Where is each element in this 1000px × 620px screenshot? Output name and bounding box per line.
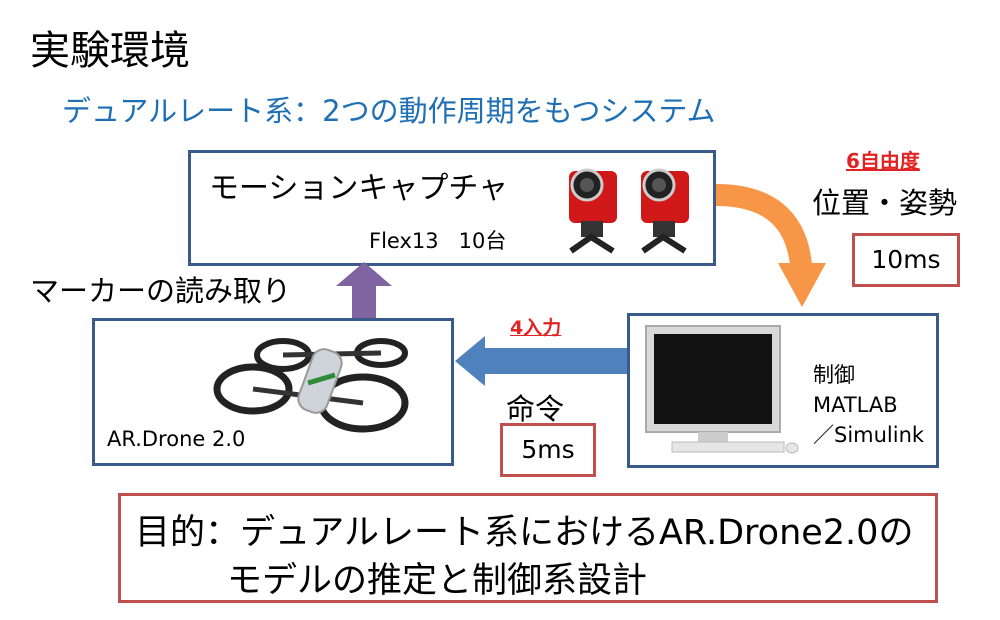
purpose-line-2: モデルの推定と制御系設計 [227, 561, 648, 601]
input-count-label: 4入力 [510, 317, 562, 339]
posture-period-box: 10ms [852, 233, 960, 287]
command-period-box: 5ms [500, 423, 596, 477]
dof-label: 6自由度 [846, 149, 920, 173]
controller-text: 制御 MATLAB ／Simulink [813, 360, 924, 450]
purpose-box: 目的：デュアルレート系におけるAR.Drone2.0の モデルの推定と制御系設計 [118, 493, 938, 603]
controller-line-3: ／Simulink [813, 423, 925, 447]
mocap-label: モーションキャプチャ [209, 171, 509, 206]
mocap-box: モーションキャプチャ Flex13 10台 [188, 150, 716, 266]
controller-box: 制御 MATLAB ／Simulink [627, 313, 939, 468]
camera-label: Flex13 10台 [369, 229, 507, 253]
monitor-image [645, 325, 799, 454]
posture-label: 位置・姿勢 [812, 186, 958, 220]
blue-left-arrow-icon [455, 336, 627, 386]
drone-image [213, 338, 409, 433]
marker-reading-label: マーカーの読み取り [30, 274, 292, 308]
purple-up-arrow-icon [336, 262, 392, 320]
command-label: 命令 [506, 392, 565, 426]
drone-label: AR.Drone 2.0 [107, 427, 246, 451]
controller-line-2: MATLAB [813, 393, 898, 417]
controller-line-1: 制御 [813, 363, 855, 387]
drone-box: AR.Drone 2.0 [92, 318, 454, 466]
subtitle: デュアルレート系：2つの動作周期をもつシステム [62, 94, 716, 128]
purpose-line-1: 目的：デュアルレート系におけるAR.Drone2.0の [135, 513, 914, 553]
page-title: 実験環境 [30, 28, 190, 74]
orange-arrow-icon [715, 184, 826, 307]
camera-image [569, 168, 689, 254]
